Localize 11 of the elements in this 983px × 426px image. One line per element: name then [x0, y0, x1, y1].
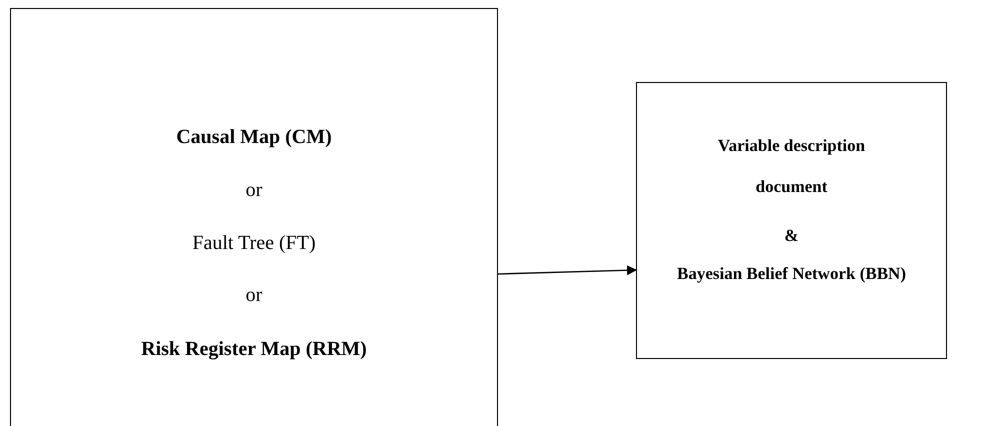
process-box: [636, 82, 947, 359]
process-box: [10, 8, 498, 426]
box-text: Bayesian Belief Network (BBN): [676, 263, 907, 285]
box-text: or: [244, 283, 264, 307]
box-text: Causal Map (CM): [175, 125, 333, 149]
arrow: [498, 265, 637, 276]
box-text: Variable description document: [716, 135, 866, 198]
box-text: Fault Tree (FT): [191, 231, 317, 255]
box-text: &: [783, 225, 800, 247]
box-text: or: [244, 178, 264, 202]
box-text: Risk Register Map (RRM): [140, 337, 368, 361]
